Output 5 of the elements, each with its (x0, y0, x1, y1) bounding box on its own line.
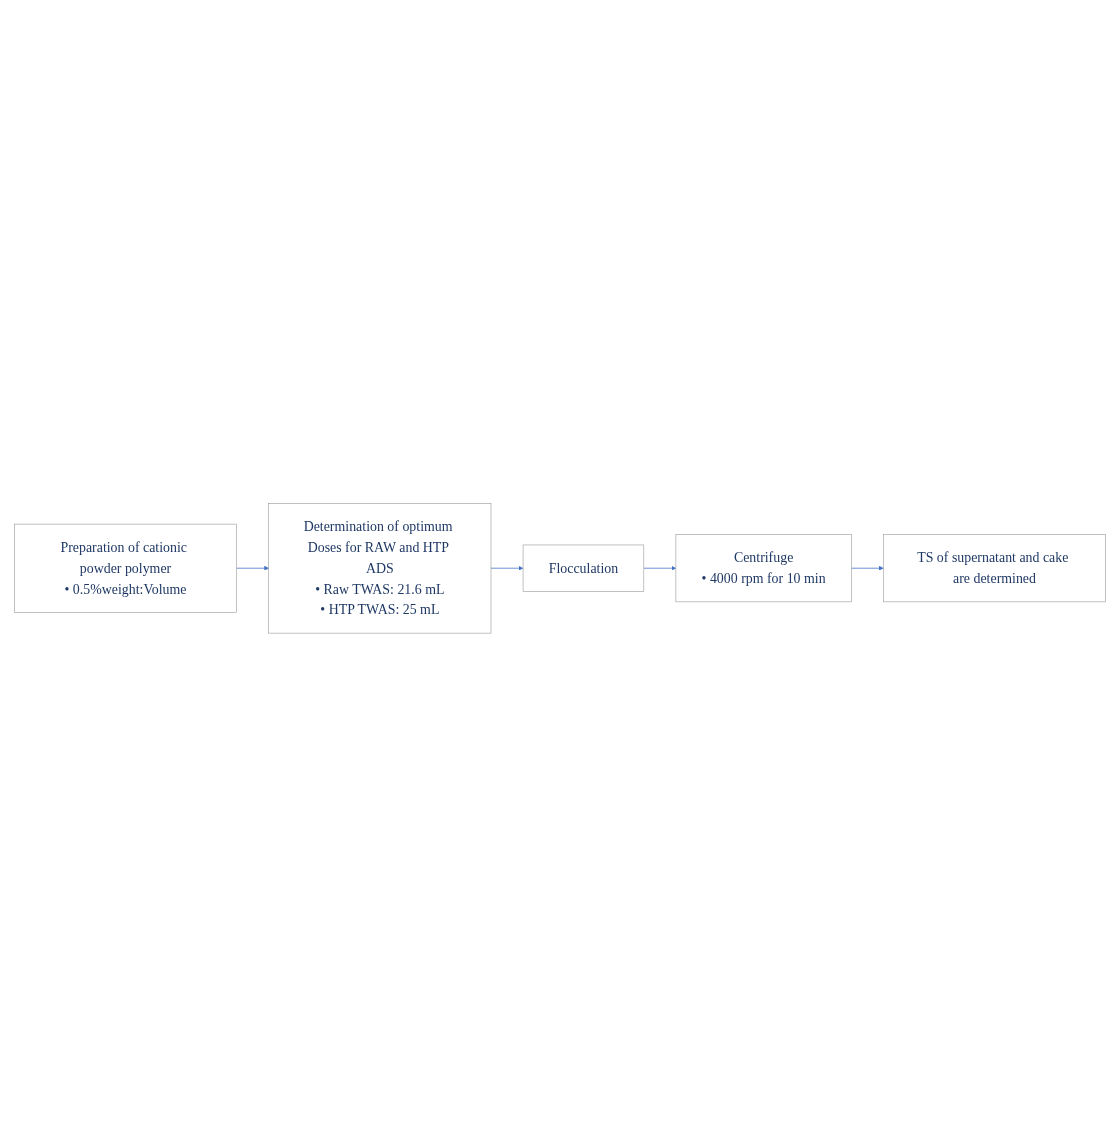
node-box: Centrifuge • 4000 rpm for 10 min (675, 534, 852, 602)
node-box: Preparation of cationic powder polymer • 0.5%weight:Volume (14, 523, 237, 613)
node-box: Flocculation (522, 544, 645, 592)
node-box: Determination of optimum Doses for RAW and HTP ADS • Raw TWAS: 21.6 mL • HTP TWAS: 25 mL (268, 502, 492, 634)
node-box: TS of supernatant and cake are determined (883, 534, 1106, 602)
